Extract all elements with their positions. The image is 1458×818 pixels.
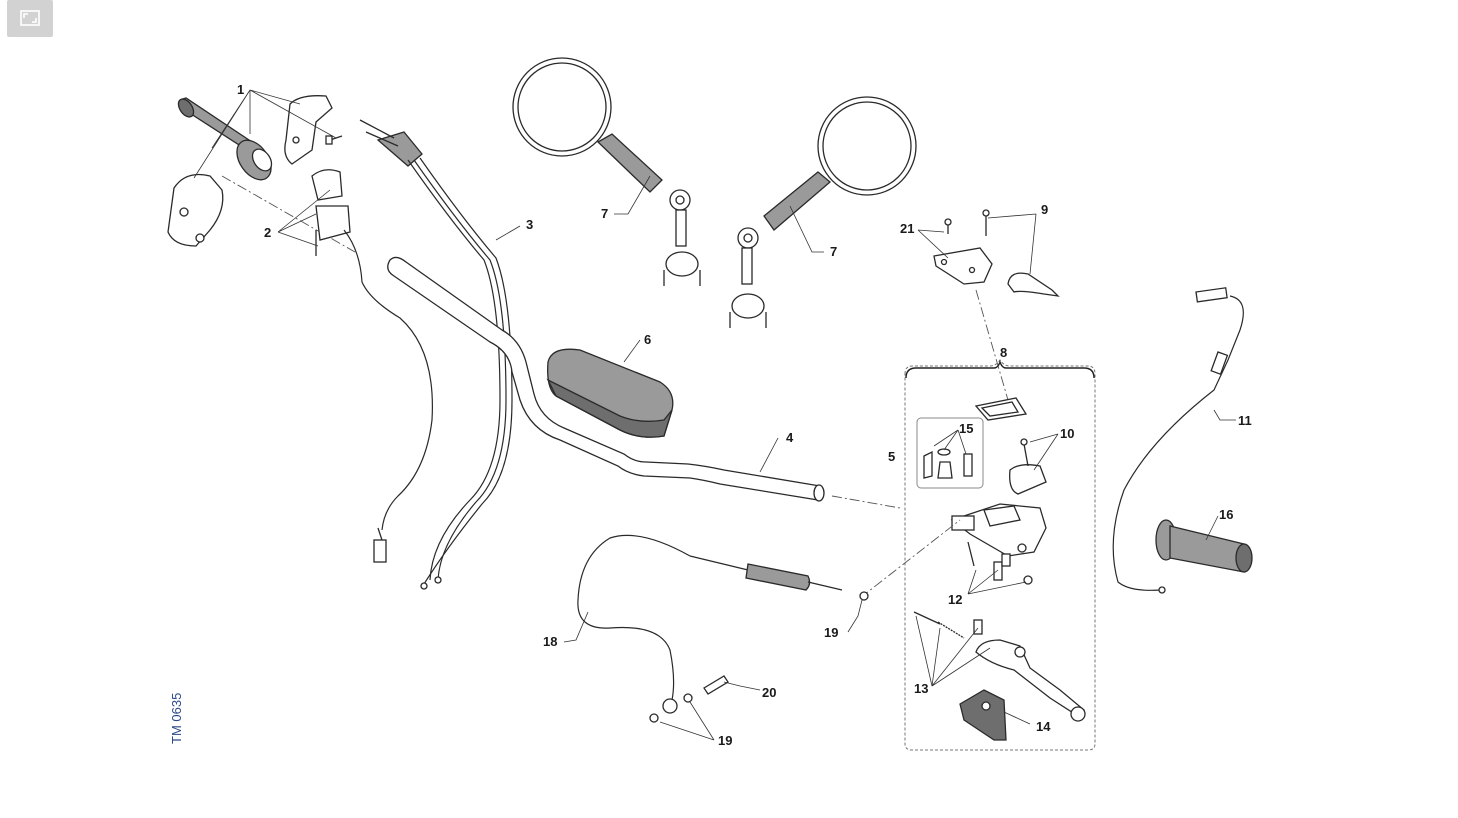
callout-1: 1 (237, 82, 244, 97)
callout-20: 20 (762, 685, 776, 700)
callout-7-left: 7 (601, 206, 608, 221)
callout-5: 5 (888, 449, 895, 464)
callout-14: 14 (1036, 719, 1051, 734)
reservoir-cap (933, 209, 1060, 401)
callout-19-upper: 19 (824, 625, 838, 640)
callout-9: 9 (1041, 202, 1048, 217)
throttle-grip-assembly (167, 95, 356, 253)
leader-lines (193, 89, 1236, 741)
callout-18: 18 (543, 634, 557, 649)
mirror-left (512, 57, 701, 286)
callout-11: 11 (1238, 413, 1252, 428)
callout-2: 2 (264, 225, 271, 240)
callout-8: 8 (1000, 345, 1007, 360)
callout-6: 6 (644, 332, 651, 347)
callout-16: 16 (1219, 507, 1233, 522)
expand-image-button[interactable] (7, 0, 53, 37)
callout-4: 4 (786, 430, 794, 445)
callout-labels: 1 2 3 4 5 6 7 7 8 9 10 11 12 13 14 15 16… (237, 82, 1252, 748)
switch-housing (311, 169, 433, 563)
callout-21: 21 (900, 221, 914, 236)
throttle-cables (359, 119, 513, 590)
drawing-reference: TM 0635 (169, 692, 184, 744)
callout-10: 10 (1060, 426, 1074, 441)
handlebar (387, 256, 901, 509)
callout-19-lower: 19 (718, 733, 732, 748)
callout-12: 12 (948, 592, 962, 607)
master-cylinder-group (859, 359, 1096, 751)
clutch-cable (1112, 287, 1244, 594)
hydraulic-hose (577, 534, 869, 723)
mirror-right (729, 96, 917, 328)
expand-icon (20, 10, 40, 26)
handlebar-pad (546, 348, 674, 438)
callout-13: 13 (914, 681, 928, 696)
callout-3: 3 (526, 217, 533, 232)
left-grip (1155, 519, 1253, 573)
callout-7-right: 7 (830, 244, 837, 259)
callout-15: 15 (959, 421, 973, 436)
